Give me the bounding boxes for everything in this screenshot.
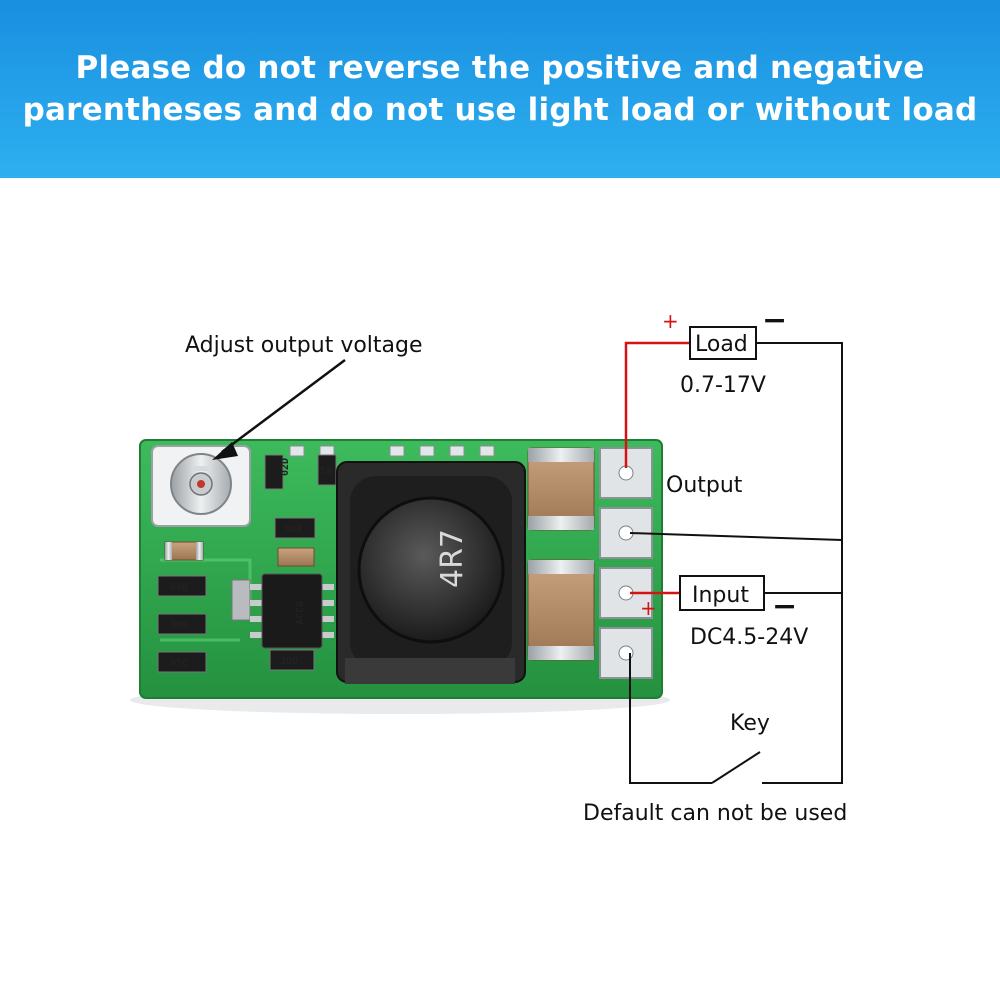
output-label: Output <box>666 473 743 498</box>
banner-line-2: parentheses and do not use light load or… <box>22 92 978 128</box>
ic-label: ACCG <box>295 601 306 625</box>
load-voltage-range: 0.7-17V <box>680 373 766 398</box>
load-plus-sign: + <box>662 309 679 333</box>
resistor-label-7: 58 <box>320 466 332 477</box>
resistor-label-2: 30E <box>170 620 188 631</box>
resistor-label-5: 30D <box>280 656 298 667</box>
inductor-label: 4R7 <box>435 529 470 588</box>
ic-chip: ACCG <box>250 573 334 649</box>
resistor-label-4: 30X <box>284 524 302 535</box>
adjust-arrow <box>212 358 346 460</box>
output-capacitor <box>527 447 595 531</box>
input-voltage-range: DC4.5-24V <box>690 625 808 650</box>
adjust-output-voltage-label: Adjust output voltage <box>185 333 423 358</box>
resistor-label-3: 85C <box>170 658 188 669</box>
input-capacitor <box>527 559 595 661</box>
load-label: Load <box>695 332 748 357</box>
warning-banner: Please do not reverse the positive and n… <box>0 0 1000 178</box>
banner-line-1: Please do not reverse the positive and n… <box>75 50 925 86</box>
wiring-diagram: 84B 30E 85C 30X 30D 02D <box>130 303 847 826</box>
terminal-pads <box>599 447 653 679</box>
input-label: Input <box>692 583 749 608</box>
key-label: Key <box>730 711 770 736</box>
input-plus-sign: + <box>640 596 657 620</box>
potentiometer <box>151 445 251 527</box>
smd-components: 84B 30E 85C 30X 30D 02D <box>157 454 337 673</box>
resistor-label-1: 84B <box>170 582 188 593</box>
inductor: 4R7 <box>336 461 526 684</box>
input-box <box>679 575 765 611</box>
default-note-label: Default can not be used <box>583 801 847 826</box>
load-minus-sign: − <box>762 303 787 338</box>
resistor-label-6: 02D <box>280 458 291 476</box>
input-minus-sign: − <box>772 589 797 624</box>
load-box <box>689 326 757 360</box>
output-wiring <box>624 341 843 784</box>
input-wiring <box>629 591 842 784</box>
